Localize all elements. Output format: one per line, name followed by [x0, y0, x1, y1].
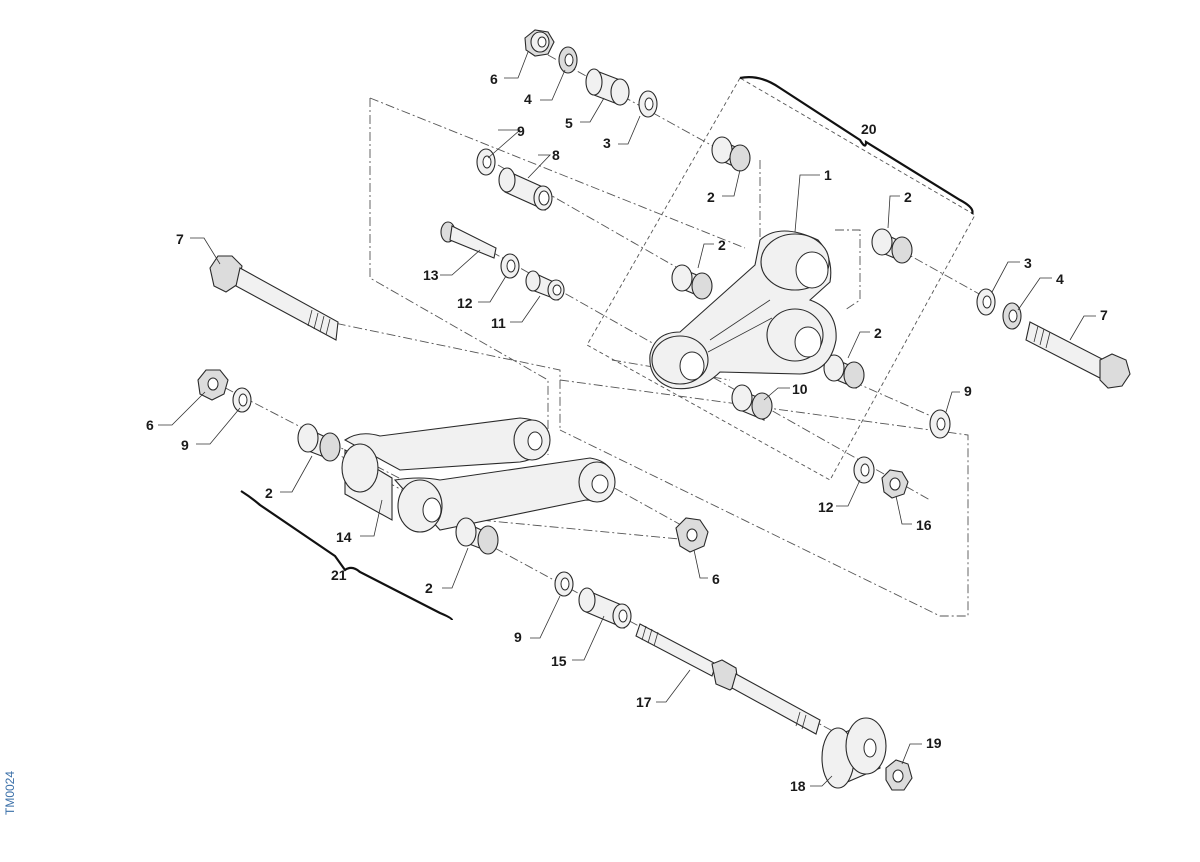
bolt-7-left: [209, 255, 339, 341]
rocker-1: [649, 230, 837, 390]
assembly-21-bracket: [240, 490, 454, 621]
callout-8: 8: [552, 147, 560, 163]
callout-2: 2: [425, 580, 433, 596]
nut-16: [881, 469, 909, 499]
bolt-7-right: [1025, 321, 1131, 389]
callout-20: 20: [861, 121, 877, 137]
washer-9-left: [232, 387, 252, 413]
spacer-15: [578, 587, 632, 629]
washer-3-top: [638, 90, 658, 118]
callout-14: 14: [336, 529, 352, 545]
nut-6-top: [524, 29, 555, 57]
spacer-8: [498, 167, 553, 211]
callout-6: 6: [490, 71, 498, 87]
callout-2: 2: [718, 237, 726, 253]
callout-12: 12: [457, 295, 473, 311]
bearing-2-f: [455, 517, 499, 555]
bushing-5: [585, 68, 630, 106]
bolt-13: [440, 221, 497, 259]
callout-2: 2: [874, 325, 882, 341]
callout-19: 19: [926, 735, 942, 751]
assembly-20-outline: [586, 77, 976, 481]
callout-16: 16: [916, 517, 932, 533]
callout-9: 9: [181, 437, 189, 453]
callout-3: 3: [603, 135, 611, 151]
bearing-2-b: [871, 228, 913, 264]
shaft-17: [635, 623, 821, 735]
callout-2: 2: [265, 485, 273, 501]
callout-2: 2: [904, 189, 912, 205]
link-14: [341, 417, 616, 533]
callout-7: 7: [176, 231, 184, 247]
callout-15: 15: [551, 653, 567, 669]
callout-9: 9: [964, 383, 972, 399]
callout-5: 5: [565, 115, 573, 131]
bearing-2-a: [711, 136, 751, 172]
roller-18: [821, 717, 887, 789]
bearing-2-e: [297, 423, 341, 462]
leader-lines: [158, 51, 1096, 787]
callout-2: 2: [707, 189, 715, 205]
nut-6-left: [197, 369, 229, 401]
callout-4: 4: [1056, 271, 1064, 287]
washer-9-upper: [476, 148, 496, 176]
nut-19: [885, 759, 913, 791]
washer-4-right: [1002, 302, 1022, 330]
drawing-code: TM0024: [3, 771, 17, 815]
callout-21: 21: [331, 567, 347, 583]
washer-12-upper: [500, 253, 520, 279]
washer-9-lower: [554, 571, 574, 597]
callout-12: 12: [818, 499, 834, 515]
callout-7: 7: [1100, 307, 1108, 323]
callout-labels: 6 4 5 3 9 8 20 1 2 2 2 7 13 12 11 3 4 7 …: [146, 71, 1108, 794]
bearing-10: [731, 384, 773, 421]
callout-1: 1: [824, 167, 832, 183]
washer-3-right: [976, 288, 996, 316]
callout-13: 13: [423, 267, 439, 283]
callout-17: 17: [636, 694, 652, 710]
washer-4-top: [558, 46, 578, 74]
spacer-11: [525, 270, 565, 301]
washer-12-lower: [853, 456, 875, 484]
callout-9: 9: [517, 123, 525, 139]
callout-6: 6: [146, 417, 154, 433]
assembly-lines: [209, 54, 991, 736]
callout-18: 18: [790, 778, 806, 794]
nut-6-lower: [675, 517, 709, 553]
washer-9-right: [929, 409, 951, 439]
callout-11: 11: [491, 315, 506, 331]
callout-6: 6: [712, 571, 720, 587]
callout-4: 4: [524, 91, 532, 107]
bearing-2-c: [671, 264, 713, 300]
callout-3: 3: [1024, 255, 1032, 271]
bearing-2-d: [823, 354, 865, 389]
assembly-20-bracket: [739, 76, 974, 215]
callout-10: 10: [792, 381, 808, 397]
callout-9: 9: [514, 629, 522, 645]
